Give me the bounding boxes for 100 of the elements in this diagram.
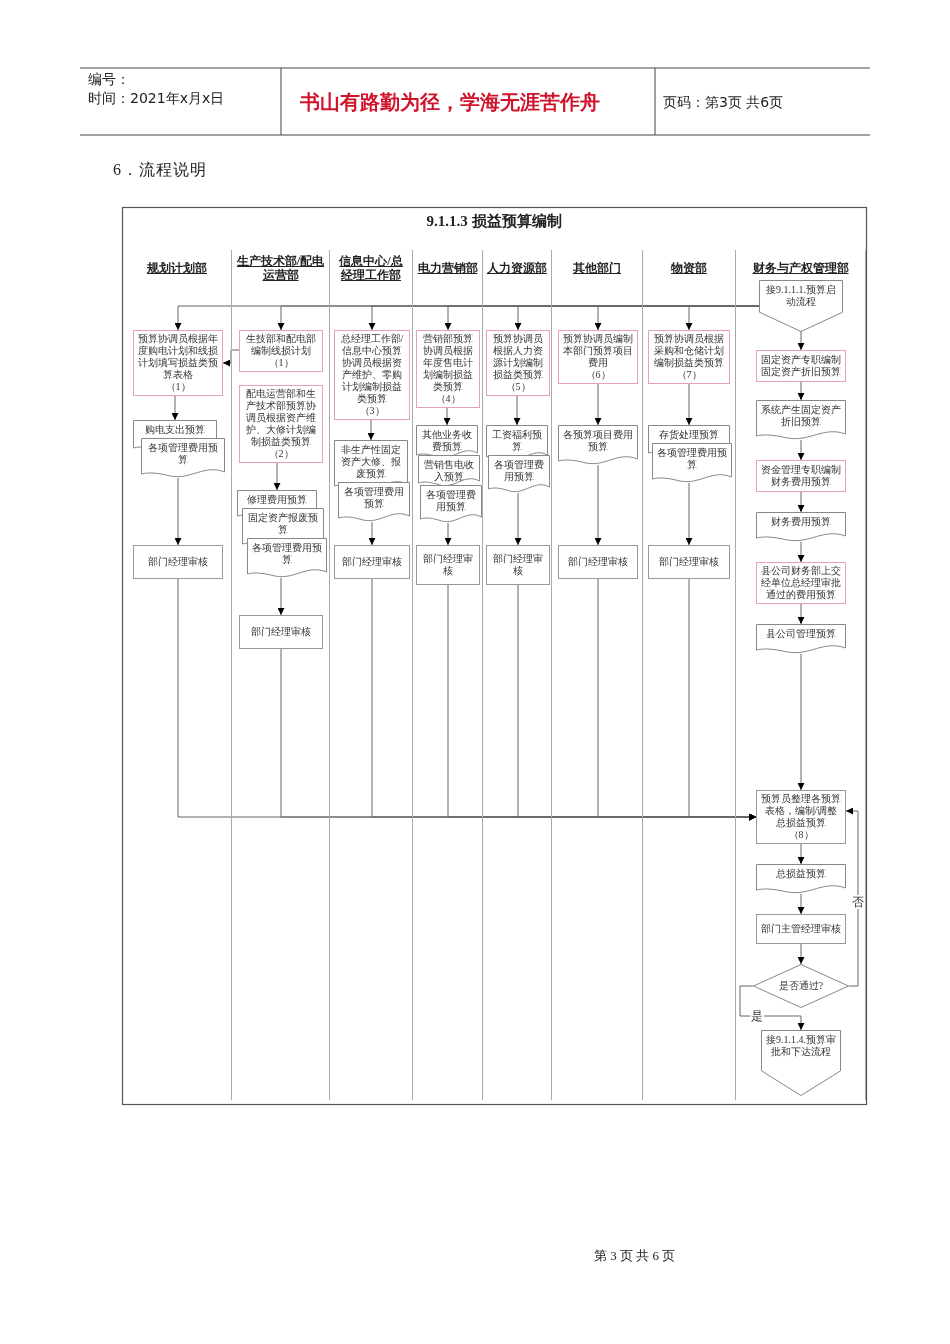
step-number: （6） bbox=[585, 369, 611, 381]
arrow bbox=[688, 578, 757, 821]
step-number: （1） bbox=[165, 381, 191, 393]
arrow bbox=[367, 419, 375, 441]
box-text: 部门经理审核 bbox=[422, 553, 474, 577]
step-number: （1） bbox=[268, 357, 294, 369]
step-number: （2） bbox=[268, 448, 294, 460]
box-text: 系统产生固定资产折旧预算 bbox=[760, 404, 842, 428]
box-text: 预算协调员编制本部门预算项目费用 bbox=[563, 333, 633, 369]
box-text: 预算协调员根据年度购电计划和线损计划填写损益类预算表格 bbox=[138, 333, 218, 381]
box-text: 各项管理费用预算 bbox=[251, 542, 323, 566]
box-text: 县公司管理预算 bbox=[766, 628, 836, 640]
step-number: （3） bbox=[359, 405, 385, 417]
process-box bbox=[558, 545, 638, 579]
arrow bbox=[797, 381, 805, 401]
lane-header: 人力资源部 bbox=[486, 261, 548, 275]
process-box bbox=[334, 330, 410, 420]
lane-header: 物资部 bbox=[670, 261, 708, 275]
box-text: 配电运营部和生产技术部预算协调员根据资产维护、大修计划编制损益类预算 bbox=[245, 388, 317, 448]
box-text: 固定资产报废预算 bbox=[247, 512, 319, 536]
step-number: （4） bbox=[435, 393, 461, 405]
decision-diamond bbox=[753, 964, 849, 1008]
swimlane bbox=[483, 250, 552, 1100]
page-footer: 第 3 页 共 6 页 bbox=[594, 1247, 676, 1265]
box-text: 各项管理费用预算 bbox=[425, 489, 477, 513]
document-shape bbox=[558, 425, 638, 465]
document-shape bbox=[247, 538, 327, 578]
process-box bbox=[133, 545, 223, 579]
document-shape bbox=[756, 624, 846, 654]
edge-label: 是 bbox=[750, 1009, 764, 1023]
lane-header: 其他部门 bbox=[572, 261, 622, 275]
arrow bbox=[443, 407, 451, 426]
arrow bbox=[444, 522, 452, 546]
arrow bbox=[513, 395, 521, 426]
arrow bbox=[368, 521, 376, 546]
header-label: 编号： bbox=[88, 71, 130, 89]
box-text: 营销部预算协调员根据年度售电计划编制损益类预算 bbox=[422, 333, 474, 393]
box-text: 其他业务收费预算 bbox=[421, 429, 473, 453]
step-number: （7） bbox=[676, 369, 702, 381]
box-text: 营销售电收入预算 bbox=[423, 459, 475, 483]
diagram-title: 9.1.1.3 损益预算编制 bbox=[425, 212, 563, 231]
box-text: 各项管理费用预算 bbox=[493, 459, 545, 483]
box-text: 接9.1.1.1.预算启动流程 bbox=[765, 284, 837, 308]
step-number: （5） bbox=[505, 381, 531, 393]
box-text: 部门经理审核 bbox=[251, 626, 311, 638]
document-shape bbox=[141, 438, 225, 478]
box-text: 非生产性固定资产大修、报废预算 bbox=[340, 444, 402, 480]
document-shape bbox=[420, 485, 482, 523]
box-text: 各项管理费用预算 bbox=[656, 447, 728, 471]
arrow bbox=[797, 603, 805, 625]
process-box bbox=[756, 914, 846, 944]
process-box bbox=[133, 330, 223, 396]
process-box bbox=[239, 330, 323, 372]
process-box bbox=[756, 790, 846, 844]
header-label: 时间：2021年x月x日 bbox=[88, 90, 225, 108]
off-page-connector bbox=[759, 280, 843, 332]
process-box bbox=[648, 545, 730, 579]
arrow bbox=[797, 843, 805, 865]
box-text: 购电支出预算 bbox=[145, 424, 205, 436]
lane-header: 生产技术部/配电运营部 bbox=[235, 254, 326, 282]
arrow bbox=[797, 943, 805, 965]
arrow bbox=[171, 395, 179, 421]
box-text: 固定资产专职编制固定资产折旧预算 bbox=[761, 354, 841, 378]
arrow bbox=[797, 330, 805, 351]
box-text: 预算协调员根据人力资源计划编制损益类预算 bbox=[492, 333, 544, 381]
box-text: 工资福利预算 bbox=[491, 429, 543, 453]
process-box bbox=[416, 545, 480, 585]
box-text: 总损益预算 bbox=[776, 868, 826, 880]
process-box bbox=[239, 615, 323, 649]
arrow bbox=[277, 577, 285, 616]
swimlane bbox=[413, 250, 483, 1100]
document-shape bbox=[756, 400, 846, 440]
arrow bbox=[685, 305, 760, 331]
box-text: 部门经理审核 bbox=[492, 553, 544, 577]
process-box bbox=[486, 330, 550, 396]
document-shape bbox=[652, 443, 732, 483]
document-shape bbox=[756, 864, 846, 894]
box-text: 资金管理专职编制财务费用预算 bbox=[761, 464, 841, 488]
box-text: 是否通过? bbox=[778, 980, 824, 992]
lane-header: 信息中心/总经理工作部 bbox=[337, 254, 404, 282]
box-text: 总经理工作部/信息中心预算协调员根据资产维护、零购计划编制损益类预算 bbox=[339, 333, 405, 405]
box-text: 各预算项目费用预算 bbox=[562, 429, 634, 453]
arrow bbox=[739, 985, 805, 1031]
box-text: 修理费用预算 bbox=[247, 494, 307, 506]
arrow bbox=[797, 491, 805, 513]
lane-header: 规划计划部 bbox=[146, 261, 208, 275]
box-text: 财务费用预算 bbox=[771, 516, 831, 528]
off-page-connector bbox=[761, 1030, 841, 1096]
page-number: 页码：第3页 共6页 bbox=[663, 94, 784, 112]
process-box bbox=[648, 330, 730, 384]
process-box bbox=[334, 545, 410, 579]
process-box bbox=[416, 330, 480, 408]
box-text: 部门经理审核 bbox=[148, 556, 208, 568]
arrow bbox=[797, 653, 805, 791]
box-text: 各项管理费用预算 bbox=[147, 442, 219, 466]
arrow bbox=[797, 439, 805, 461]
box-text: 存货处理预算 bbox=[659, 429, 719, 441]
box-text: 部门经理审核 bbox=[568, 556, 628, 568]
box-text: 生技部和配电部编制线损计划 bbox=[245, 333, 317, 357]
arrow bbox=[685, 383, 693, 426]
